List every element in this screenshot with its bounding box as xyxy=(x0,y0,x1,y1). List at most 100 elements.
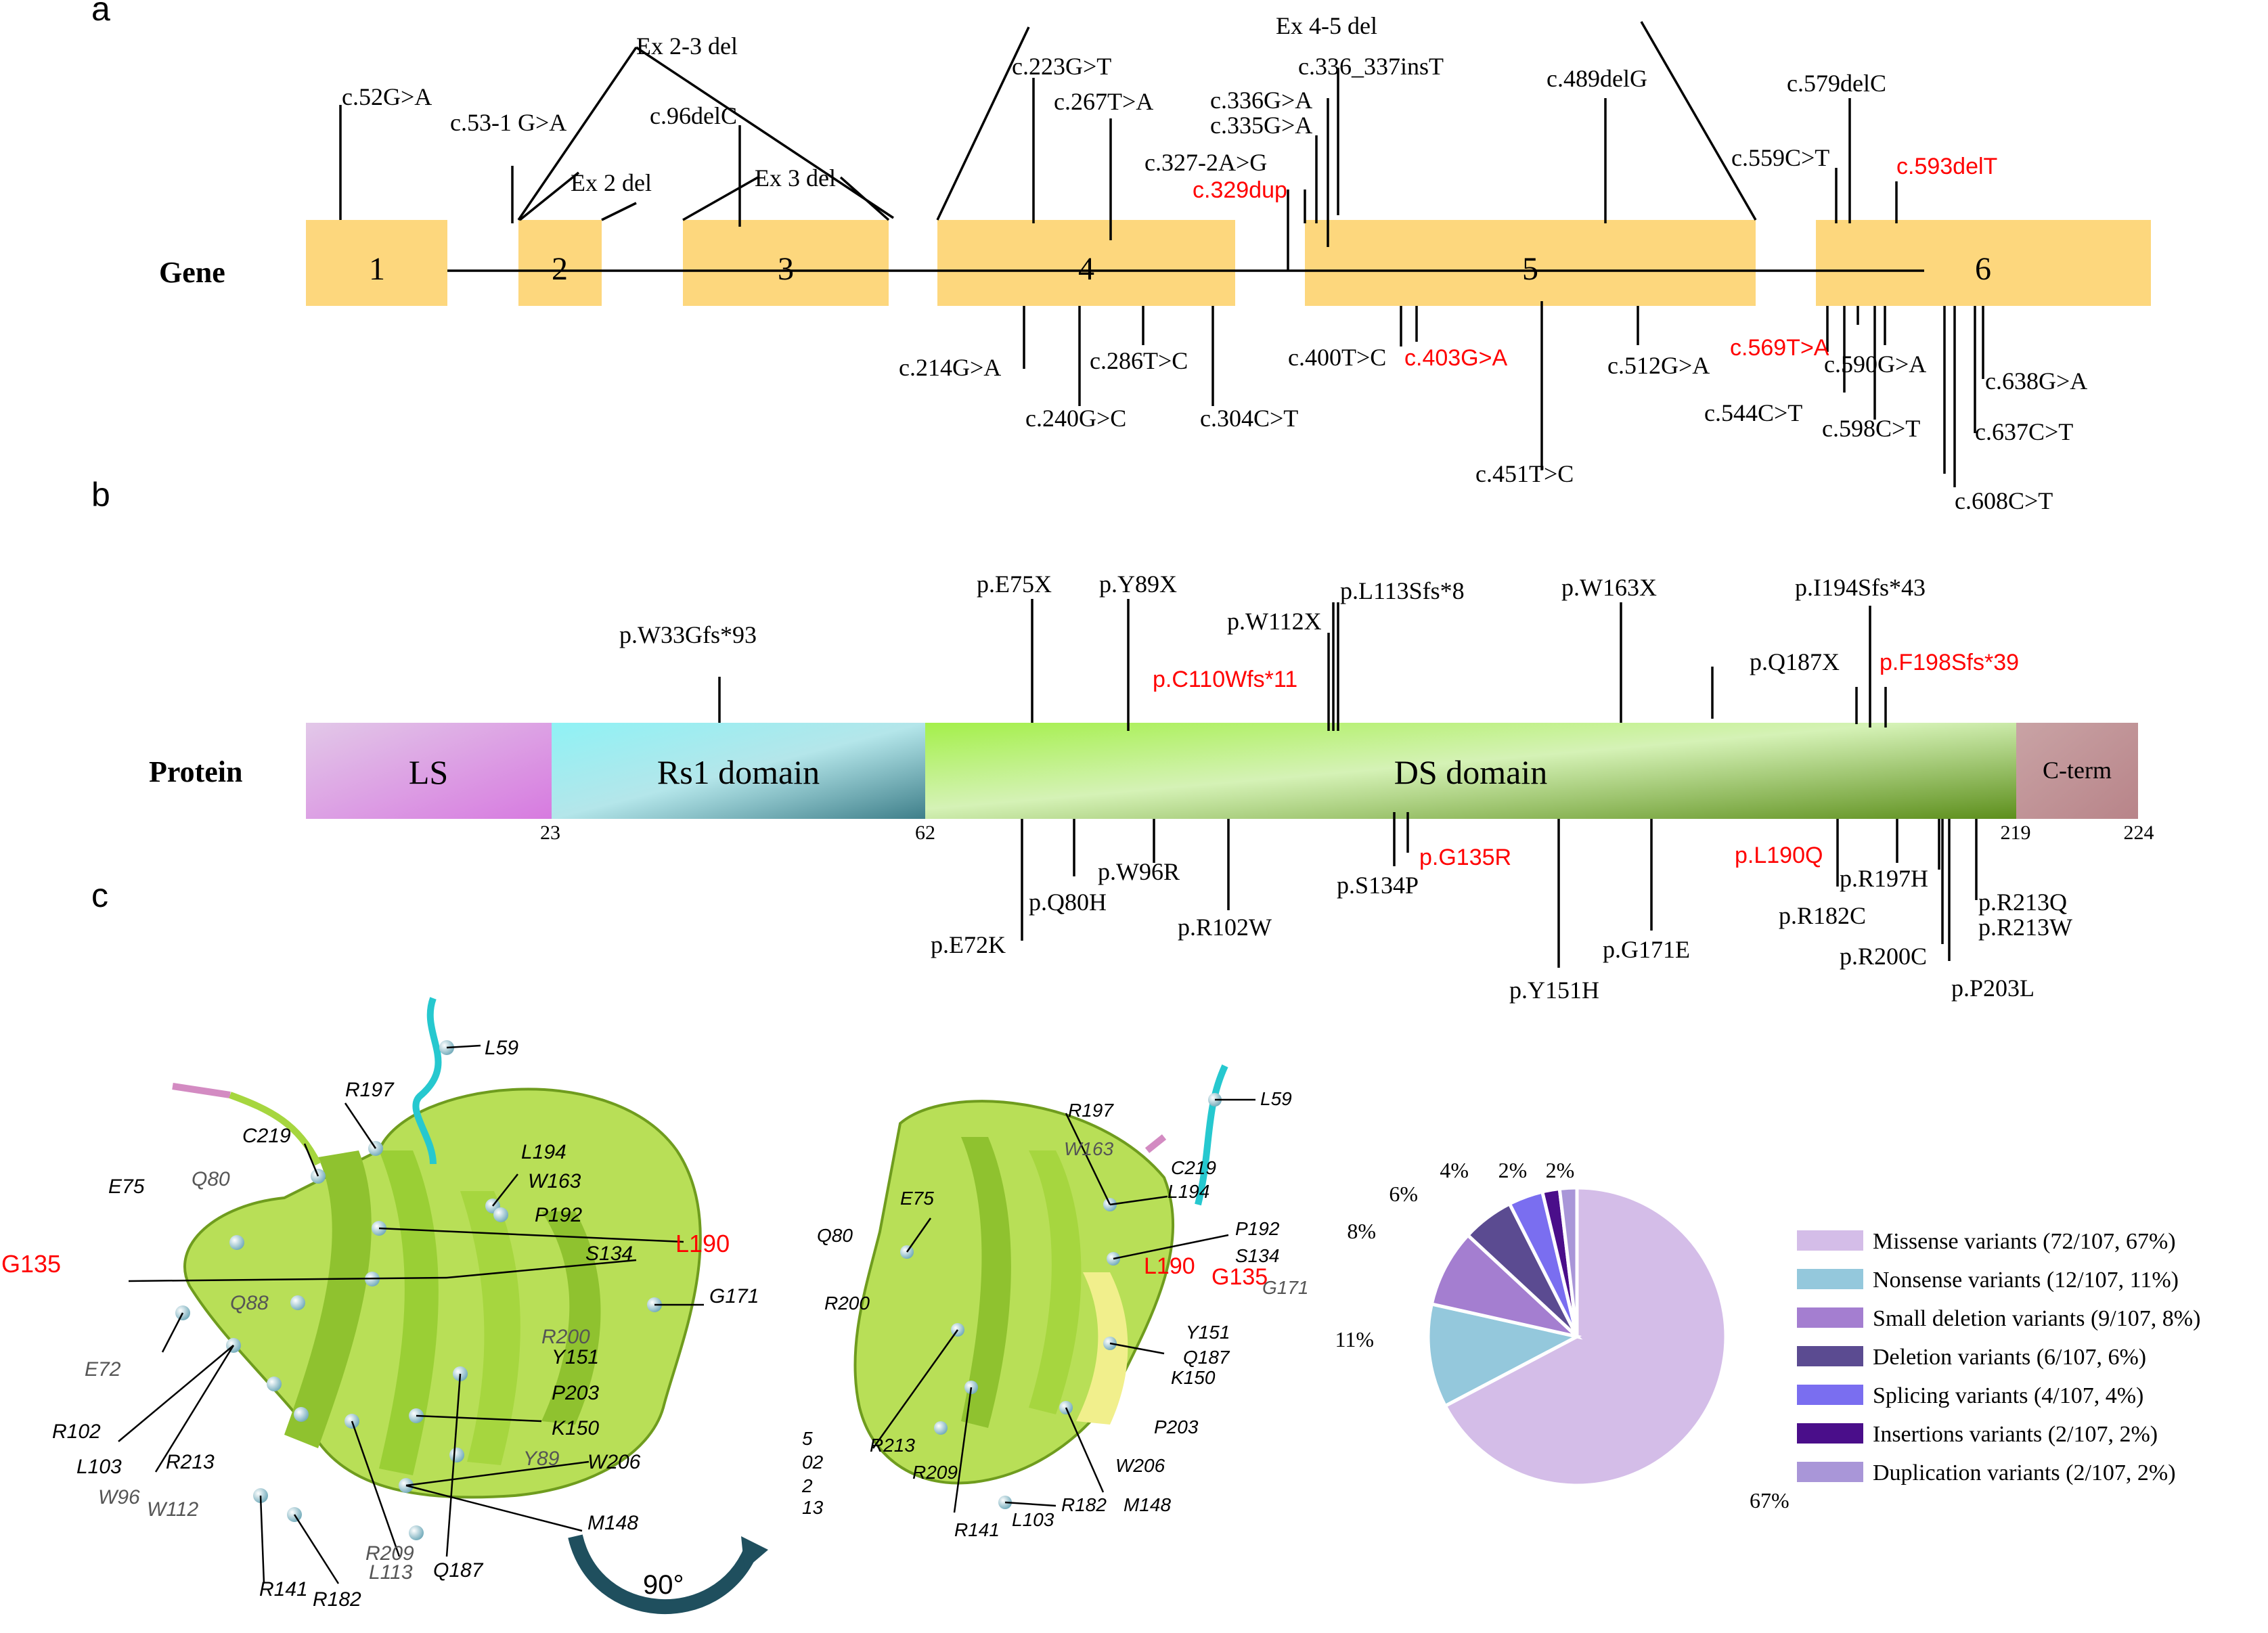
exon-2 xyxy=(518,220,602,306)
gene-panel: Gene 1 2 3 4 5 6 xyxy=(159,12,2151,514)
residue-label: 5 xyxy=(802,1428,813,1449)
variant-label-highlight: p.C110Wfs*11 xyxy=(1153,667,1297,692)
residue-label: E75 xyxy=(108,1176,145,1198)
leader-line xyxy=(405,1484,583,1532)
pie-percent-labels: 67%11%8%6%4%2%2% xyxy=(1335,1158,1789,1513)
residue-ball xyxy=(290,1295,305,1310)
leader-line xyxy=(1109,1195,1168,1206)
residue-label: S134 xyxy=(1235,1245,1279,1266)
gene-row-label: Gene xyxy=(159,256,225,289)
residue-label: K150 xyxy=(1171,1367,1216,1388)
panel-label-c: c xyxy=(91,876,108,914)
variant-label: c.638G>A xyxy=(1985,367,2087,395)
variant-label: p.Q80H xyxy=(1029,889,1107,916)
variant-label: p.R200C xyxy=(1840,943,1927,970)
residue-label: 02 xyxy=(802,1452,824,1473)
variant-label: p.R197H xyxy=(1840,865,1928,892)
deletion-label: Ex 2 del xyxy=(571,169,652,196)
variant-label: p.R213W xyxy=(1978,914,2072,941)
variant-label: c.286T>C xyxy=(1090,347,1188,374)
deletion-line xyxy=(839,176,890,221)
protein-structure-left: L59 R197 C219 L194 W163 P192 E75 Q80 G13… xyxy=(1,997,759,1611)
leader-line xyxy=(446,1044,481,1049)
leader-line xyxy=(1065,1407,1105,1493)
variant-label-highlight: c.593delT xyxy=(1896,154,1997,179)
variant-label: c.336G>A xyxy=(1210,87,1312,114)
exon-5-number: 5 xyxy=(1522,251,1538,287)
signal-loop xyxy=(172,1083,231,1098)
residue-label: G171 xyxy=(1262,1277,1309,1298)
n-term-loop xyxy=(412,997,442,1165)
variant-label: p.L113Sfs*8 xyxy=(1340,577,1465,604)
residue-label: R213 xyxy=(870,1435,915,1456)
legend-swatch xyxy=(1797,1269,1863,1289)
domain-ds-label: DS domain xyxy=(1394,753,1547,791)
residue-label: P192 xyxy=(1235,1218,1280,1239)
pie-percent-label: 67% xyxy=(1750,1488,1789,1513)
leader-line xyxy=(872,1329,959,1449)
pie-slice xyxy=(1429,1232,1583,1340)
pie-percent-label: 4% xyxy=(1440,1158,1469,1182)
leader-line xyxy=(1109,1342,1165,1355)
exon-1-number: 1 xyxy=(369,251,385,287)
ribbon-body xyxy=(853,1100,1174,1485)
variant-label: p.W33Gfs*93 xyxy=(619,621,757,648)
leader-line xyxy=(344,1102,377,1149)
residue-label: Y151 xyxy=(552,1346,599,1368)
deletion-line xyxy=(636,46,894,219)
pie-percent-label: 6% xyxy=(1389,1182,1418,1206)
beta-strand xyxy=(1076,1272,1128,1425)
residue-label: C219 xyxy=(1171,1157,1216,1178)
variant-label-highlight: c.329dup xyxy=(1193,177,1287,203)
exon-4 xyxy=(937,220,1235,306)
residue-labels-left: L59 R197 C219 L194 W163 P192 E75 Q80 G13… xyxy=(1,1037,759,1611)
variant-label: c.327-2A>G xyxy=(1144,149,1267,176)
residue-label: Q88 xyxy=(230,1292,269,1314)
legend-label: Small deletion variants (9/107, 8%) xyxy=(1873,1306,2200,1331)
residue-ball xyxy=(229,1235,244,1250)
variant-label: c.608C>T xyxy=(1955,487,2053,514)
deletion-line xyxy=(601,202,637,221)
deletion-label: Ex 3 del xyxy=(755,164,836,192)
legend-label: Nonsense variants (12/107, 11%) xyxy=(1873,1268,2179,1293)
residue-label-highlight: G135 xyxy=(1211,1264,1268,1290)
residue-ball xyxy=(934,1421,948,1435)
residue-label: L59 xyxy=(485,1037,518,1059)
leader-line xyxy=(118,1345,234,1442)
position-label: 224 xyxy=(2124,822,2154,844)
residue-label: R209 xyxy=(365,1542,414,1565)
gene-top-markers xyxy=(339,21,1898,271)
beta-strand xyxy=(460,1191,520,1465)
residue-label: Q80 xyxy=(817,1225,853,1246)
variant-label-highlight: c.403G>A xyxy=(1404,345,1507,371)
position-label: 23 xyxy=(540,822,560,844)
variant-label: p.R102W xyxy=(1178,914,1272,941)
residue-label: C219 xyxy=(242,1125,291,1147)
beta-strand xyxy=(379,1150,439,1475)
variant-label: p.P203L xyxy=(1951,975,2034,1002)
leader-line xyxy=(378,1227,684,1243)
beta-strand xyxy=(1029,1150,1082,1414)
residue-ball xyxy=(449,1448,464,1462)
residue-label: E75 xyxy=(900,1188,934,1209)
residue-label: L194 xyxy=(1168,1181,1209,1202)
residue-label: P203 xyxy=(552,1382,599,1404)
gene-top-labels: c.52G>A c.53-1 G>A Ex 2-3 del Ex 2 del c… xyxy=(342,12,1997,203)
exon-4-number: 4 xyxy=(1078,251,1094,287)
legend-label: Missense variants (72/107, 67%) xyxy=(1873,1229,2176,1254)
residue-labels-right: L59 R197 W163 C219 L194 E75 P192 S134 Q8… xyxy=(801,1088,1309,1540)
deletion-line xyxy=(517,47,638,221)
residue-label: Q80 xyxy=(192,1168,230,1190)
variant-label: c.598C>T xyxy=(1822,415,1920,442)
domain-ls-label: LS xyxy=(409,753,448,791)
variant-label: p.Y89X xyxy=(1099,571,1177,598)
legend-label: Splicing variants (4/107, 4%) xyxy=(1873,1383,2143,1408)
residue-label: M148 xyxy=(1124,1494,1171,1515)
residue-label: L194 xyxy=(521,1141,566,1163)
residue-label: W96 xyxy=(98,1486,140,1508)
residue-label: R182 xyxy=(313,1588,361,1611)
leader-line xyxy=(259,1495,265,1584)
protein-structure-right: L59 R197 W163 C219 L194 E75 P192 S134 Q8… xyxy=(801,1064,1309,1540)
leader-line xyxy=(405,1460,590,1487)
residue-label: Y151 xyxy=(1186,1322,1230,1343)
